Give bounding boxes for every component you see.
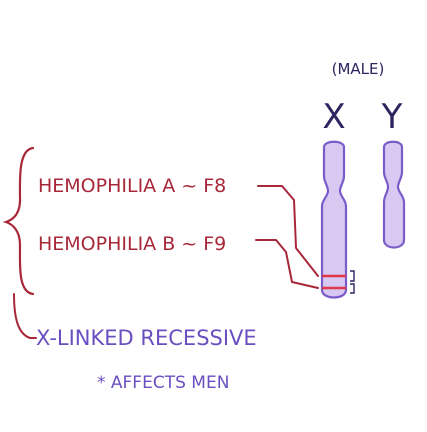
f8-connector-line bbox=[257, 185, 319, 277]
chromosome-x-label: X bbox=[322, 97, 345, 137]
f9-connector-line bbox=[255, 239, 319, 289]
y-chromosome bbox=[382, 140, 406, 249]
chromosome-y-label: Y bbox=[381, 97, 403, 137]
hemophilia-a-label: HEMOPHILIA A ~ F8 bbox=[38, 175, 226, 197]
affects-men-note: * AFFECTS MEN bbox=[97, 373, 229, 393]
gene-region-bracket-upper bbox=[350, 270, 355, 282]
inheritance-label: X-LINKED RECESSIVE bbox=[36, 326, 257, 350]
hemophilia-b-label: HEMOPHILIA B ~ F9 bbox=[38, 233, 226, 255]
x-chromosome bbox=[320, 140, 348, 299]
gene-region-bracket-lower bbox=[350, 283, 355, 294]
sex-label: (MALE) bbox=[332, 60, 385, 78]
inheritance-connector bbox=[13, 293, 37, 339]
group-bracket bbox=[2, 146, 35, 296]
